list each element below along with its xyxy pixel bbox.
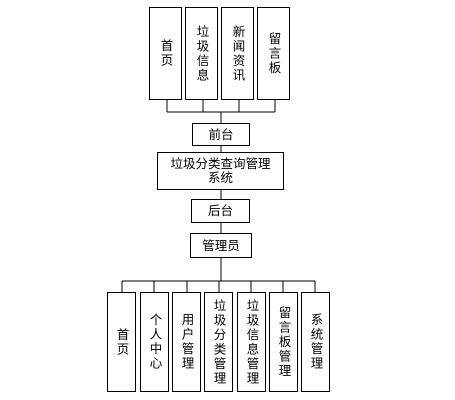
admin-module-waste-info-management: 垃圾信息管理 [237,292,266,392]
admin-module-user-management-label: 用户管理 [179,313,195,371]
module-waste-info-label: 垃圾信息 [194,24,210,83]
admin-module-waste-info-management-label: 垃圾信息管理 [244,298,260,386]
admin-module-system-management: 系统管理 [301,292,330,392]
module-message-board: 留言板 [257,7,290,100]
admin-module-user-management: 用户管理 [172,292,201,392]
module-news: 新闻资讯 [221,7,254,100]
module-home: 首页 [149,7,182,100]
admin-module-home: 首页 [107,292,136,392]
admin-module-system-management-label: 系统管理 [308,313,324,371]
system-node: 垃圾分类查询管理系统 [157,152,284,190]
frontend-label: 前台 [208,126,234,142]
module-news-label: 新闻资讯 [230,24,246,83]
backend-label: 后台 [207,203,233,218]
admin-module-message-board-management-label: 留言板管理 [276,305,292,379]
backend-node: 后台 [191,199,250,223]
frontend-node: 前台 [192,123,250,146]
admin-module-message-board-management: 留言板管理 [269,292,298,392]
admin-node: 管理员 [190,233,252,258]
admin-module-personal-center-label: 个人中心 [147,313,163,371]
admin-module-waste-category-management-label: 垃圾分类管理 [211,298,227,386]
module-message-board-label: 留言板 [266,31,282,76]
admin-module-waste-category-management: 垃圾分类管理 [204,292,233,392]
module-home-label: 首页 [158,39,174,68]
admin-label: 管理员 [202,237,240,253]
module-waste-info: 垃圾信息 [185,7,218,100]
admin-module-home-label: 首页 [114,327,130,357]
admin-module-personal-center: 个人中心 [140,292,169,392]
system-label: 垃圾分类查询管理系统 [170,156,271,185]
